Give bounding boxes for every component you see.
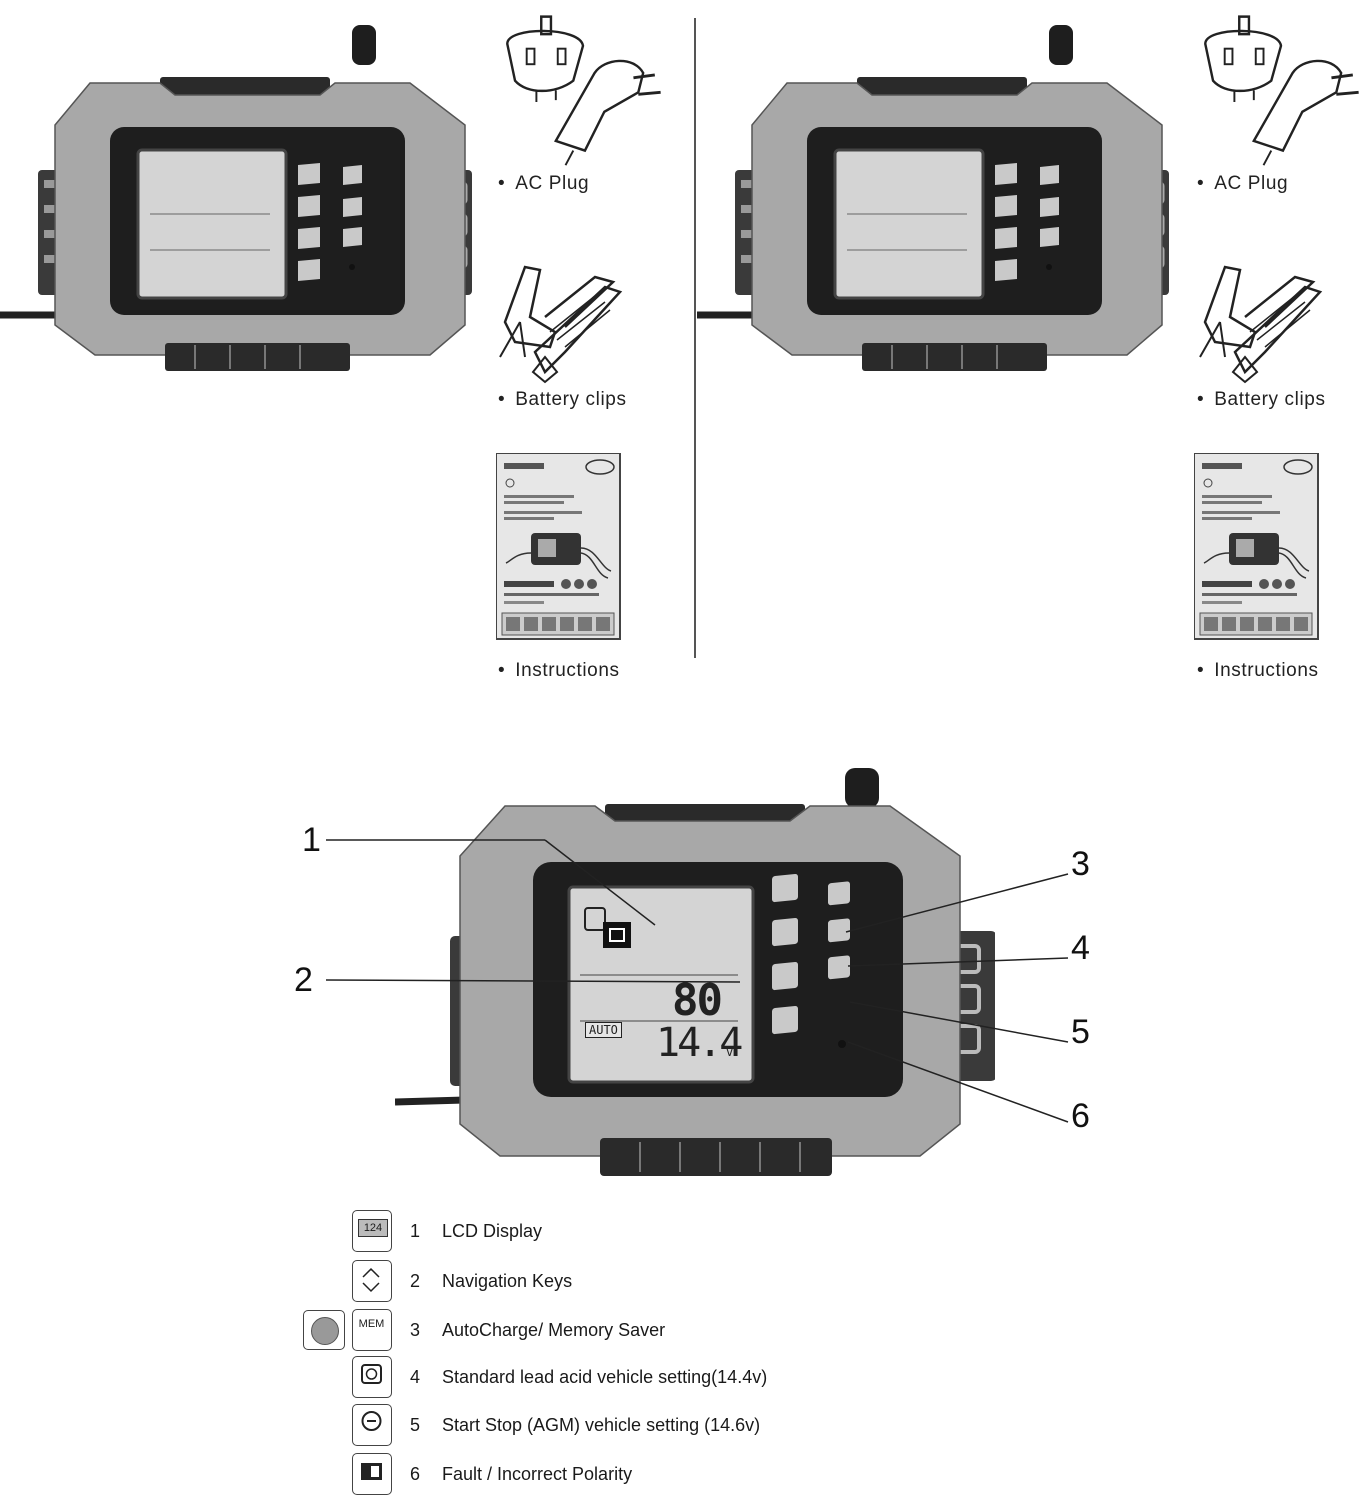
autocharge-round-icon (303, 1310, 345, 1350)
legend-number: 6 (410, 1464, 421, 1484)
legend-number: 2 (410, 1271, 421, 1291)
legend-label: Standard lead acid vehicle setting(14.4v… (442, 1367, 768, 1387)
ac-plug-label: AC Plug (498, 173, 589, 195)
lcd-voltage-unit: v (726, 1045, 734, 1059)
lcd-voltage-readout: 14.4 (656, 1020, 743, 1066)
legend-label: Fault / Incorrect Polarity (442, 1464, 633, 1484)
legend-label: Navigation Keys (442, 1271, 573, 1291)
battery-clips-label: Battery clips (498, 389, 627, 411)
callout-1: 1 (302, 821, 321, 859)
legend-label: AutoCharge/ Memory Saver (442, 1320, 666, 1340)
legend-label: Start Stop (AGM) vehicle setting (14.6v) (442, 1415, 761, 1435)
lcd-mode-badge: AUTO (585, 1022, 622, 1038)
legend-label: LCD Display (442, 1221, 543, 1241)
legend-item: 124 1 LCD Display (350, 1210, 1050, 1254)
legend-number: 1 (410, 1221, 421, 1241)
legend-number: 3 (410, 1320, 421, 1340)
legend-number: 5 (410, 1415, 421, 1435)
charger-diagram (395, 768, 995, 1176)
instructions-label: Instructions (1197, 660, 1319, 682)
section-divider (694, 18, 696, 658)
lcd-percent-readout: 80 (672, 975, 723, 1026)
callout-4: 4 (1071, 929, 1090, 967)
legend-item: 4 Standard lead acid vehicle setting(14.… (350, 1356, 1050, 1400)
callout-3: 3 (1071, 845, 1090, 883)
car-battery-icon (352, 1356, 392, 1398)
legend-item: 2 Navigation Keys (350, 1260, 1050, 1304)
chevron-up-down-icon (352, 1260, 392, 1302)
legend-number: 4 (410, 1367, 421, 1387)
callout-6: 6 (1071, 1097, 1090, 1135)
start-stop-icon (352, 1404, 392, 1446)
legend-item: MEM 3 AutoCharge/ Memory Saver (350, 1309, 1050, 1353)
battery-clips-label: Battery clips (1197, 389, 1326, 411)
callout-5: 5 (1071, 1013, 1090, 1051)
instructions-label: Instructions (498, 660, 620, 682)
lcd-icon: 124 (352, 1210, 392, 1252)
mem-icon: MEM (352, 1309, 392, 1351)
fault-icon (352, 1453, 392, 1495)
ac-plug-label: AC Plug (1197, 173, 1288, 195)
legend-item: 6 Fault / Incorrect Polarity (350, 1453, 1050, 1497)
callout-2: 2 (294, 961, 313, 999)
legend-item: 5 Start Stop (AGM) vehicle setting (14.6… (350, 1404, 1050, 1448)
